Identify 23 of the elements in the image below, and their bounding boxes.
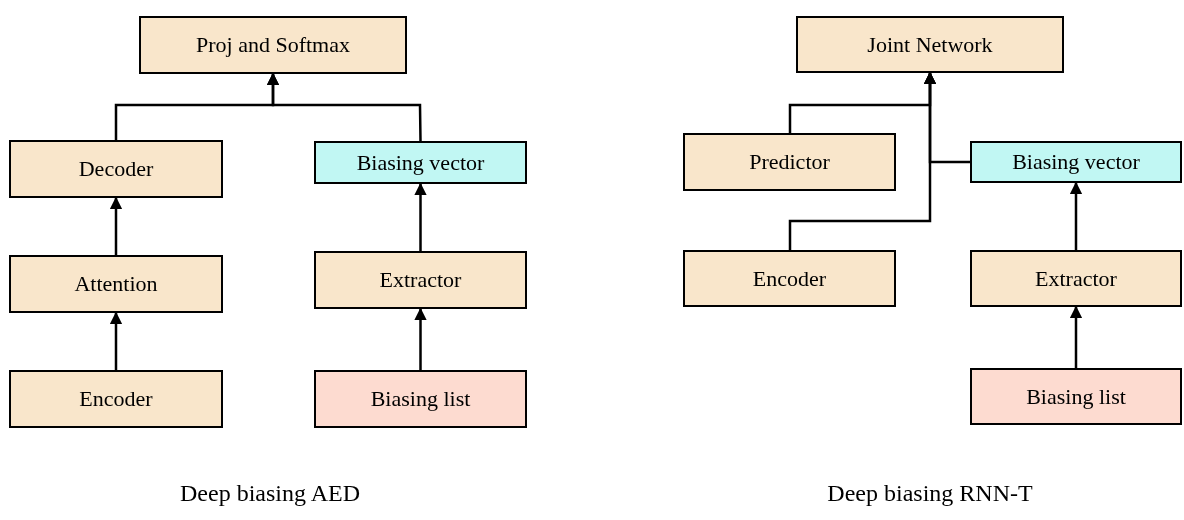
diagram-caption: Deep biasing AED: [180, 480, 360, 507]
process-box: Biasing vector: [970, 141, 1182, 183]
arrow: [266, 72, 422, 141]
arrow: [109, 311, 123, 370]
process-box: Encoder: [9, 370, 223, 428]
process-box: Biasing vector: [314, 141, 527, 184]
process-box: Proj and Softmax: [139, 16, 407, 74]
arrow: [788, 71, 937, 250]
arrow: [414, 182, 427, 251]
arrow: [1069, 305, 1083, 368]
diagram-caption: Deep biasing RNN-T: [827, 480, 1033, 507]
arrow: [109, 196, 123, 255]
process-box: Predictor: [683, 133, 896, 191]
process-box: Decoder: [9, 140, 223, 198]
arrow: [1069, 181, 1083, 250]
process-box: Extractor: [314, 251, 527, 309]
process-box: Biasing list: [314, 370, 527, 428]
arrow: [414, 307, 427, 370]
process-box: Encoder: [683, 250, 896, 307]
process-box: Joint Network: [796, 16, 1064, 73]
process-box: Extractor: [970, 250, 1182, 307]
process-box: Attention: [9, 255, 223, 313]
process-box: Biasing list: [970, 368, 1182, 425]
